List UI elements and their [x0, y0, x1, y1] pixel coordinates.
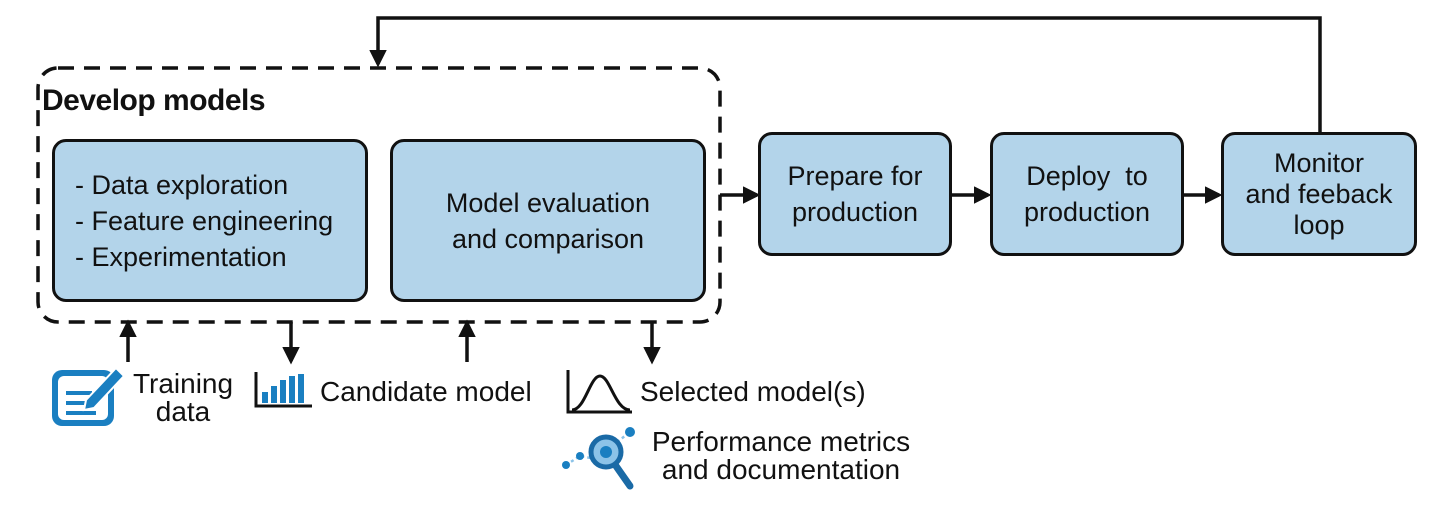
monitor-feedback-box: Monitor and feeback loop [1221, 132, 1417, 256]
deploy-to-production-box: Deploy to production [990, 132, 1184, 256]
step-feature-engineering: - Feature engineering [75, 205, 334, 236]
eval-line-1: Model evaluation [445, 187, 651, 218]
clipboard-pencil-icon [52, 366, 126, 426]
develop-steps-box: - Data exploration - Feature engineering… [52, 139, 368, 302]
monitor-line-3: loop [1293, 209, 1345, 240]
deploy-line-1: Deploy to [1026, 161, 1148, 191]
training-label-line-2: data [155, 396, 211, 427]
magnifier-chart-icon [562, 427, 635, 490]
deploy-line-2: production [1023, 197, 1151, 227]
feedback-loop-arrow [369, 16, 1322, 132]
selected-models-label: Selected model(s) [640, 376, 866, 407]
develop-models-title: Develop models [42, 84, 266, 117]
step-data-exploration: - Data exploration [75, 169, 289, 200]
bell-curve-icon [566, 370, 632, 414]
monitor-line-1: Monitor [1273, 147, 1365, 178]
performance-metrics-label: Performance metrics and documentation [636, 428, 926, 484]
model-evaluation-box: Model evaluation and comparison [390, 139, 706, 302]
candidate-model-label: Candidate model [320, 376, 532, 407]
prepare-for-production-box: Prepare for production [758, 132, 952, 256]
eval-line-2: and comparison [451, 223, 645, 254]
training-label-line-1: Training [132, 368, 234, 399]
performance-line-2: and documentation [661, 454, 901, 485]
step-experimentation: - Experimentation [75, 241, 287, 272]
performance-line-1: Performance metrics [651, 426, 911, 457]
prepare-line-1: Prepare for [787, 161, 923, 191]
training-data-label: Training data [128, 370, 238, 426]
monitor-line-2: and feeback [1245, 178, 1393, 209]
bar-chart-icon [254, 372, 312, 408]
prepare-line-2: production [791, 197, 919, 227]
